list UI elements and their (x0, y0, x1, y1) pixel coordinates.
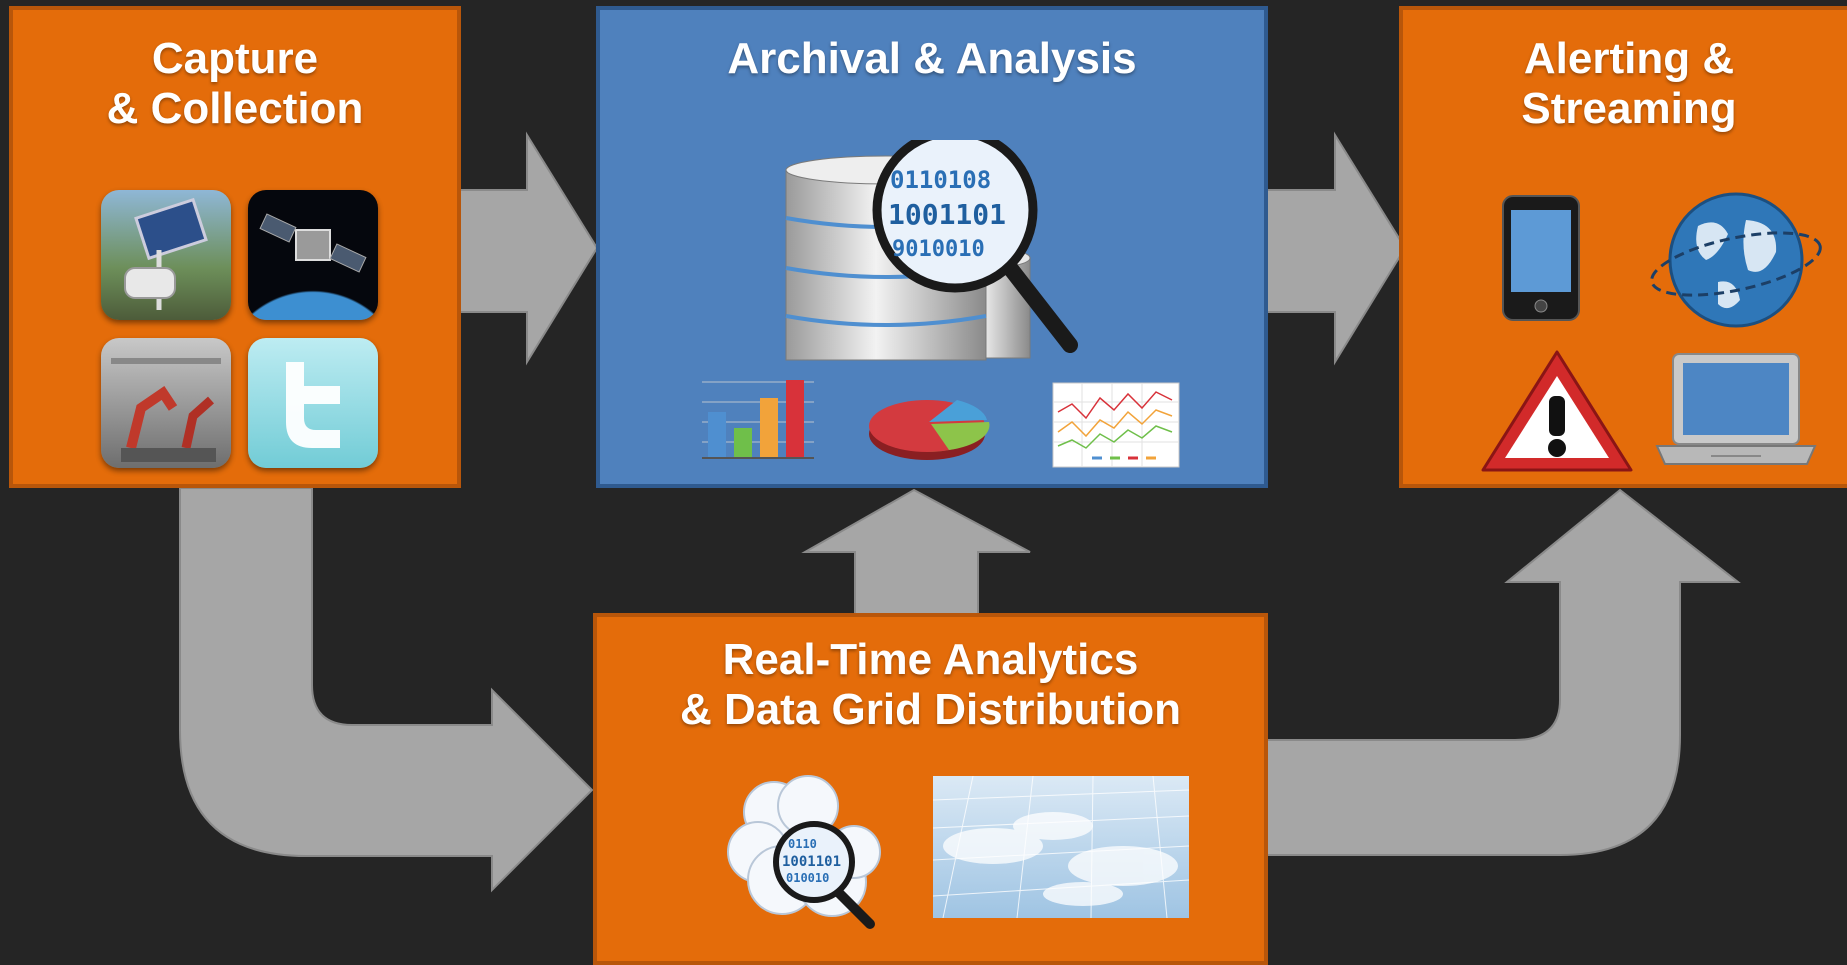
pie-chart-icon (869, 400, 990, 460)
archival-title-line: Archival & Analysis (727, 34, 1137, 83)
alerting-streaming-box: Alerting & Streaming (1399, 6, 1847, 488)
realtime-title-line1: Real-Time Analytics (722, 635, 1139, 684)
capture-title-line2: & Collection (106, 84, 364, 133)
data-grid-sky-icon (933, 776, 1189, 918)
arrow-realtime-to-alerting (1265, 488, 1741, 856)
archival-binary-row-3: 9010010 (892, 237, 985, 262)
solar-sensor-icon (101, 190, 231, 320)
alerting-title: Alerting & Streaming (1403, 34, 1847, 134)
satellite-icon (248, 190, 378, 320)
twitter-icon[interactable] (248, 338, 378, 468)
realtime-analytics-box: Real-Time Analytics & Data Grid Distribu… (593, 613, 1268, 965)
alerting-title-line1: Alerting & (1523, 34, 1735, 83)
archival-title: Archival & Analysis (600, 34, 1264, 84)
arrow-realtime-to-archival (801, 488, 1031, 619)
warning-icon (1481, 350, 1633, 472)
line-chart-icon (1052, 382, 1180, 468)
arrow-capture-to-archival (454, 131, 599, 366)
capture-title: Capture & Collection (13, 34, 457, 134)
archival-analysis-box: Archival & Analysis 0110108 1001101 9010… (596, 6, 1268, 488)
alerting-title-line2: Streaming (1521, 84, 1737, 133)
capture-title-line1: Capture (151, 34, 319, 83)
realtime-binary-row-1: 0110 (788, 837, 817, 851)
robot-factory-icon (101, 338, 231, 468)
database-magnifier-icon: 0110108 1001101 9010010 (785, 140, 1078, 361)
mobile-phone-icon (1502, 195, 1580, 321)
realtime-title-line2: & Data Grid Distribution (679, 685, 1182, 734)
archival-binary-row-1: 0110108 (890, 166, 991, 194)
laptop-icon (1655, 353, 1817, 465)
arrow-capture-to-realtime (179, 487, 594, 893)
bar-chart-icon (702, 380, 814, 459)
realtime-binary-row-2: 1001101 (782, 854, 841, 870)
archival-binary-row-2: 1001101 (888, 198, 1006, 231)
realtime-title: Real-Time Analytics & Data Grid Distribu… (597, 635, 1264, 735)
globe-icon (1650, 192, 1822, 328)
realtime-binary-row-3: 010010 (786, 871, 829, 885)
arrow-archival-to-alerting (1265, 131, 1407, 366)
cloud-search-icon: 0110 1001101 010010 (727, 775, 881, 929)
capture-collection-box: Capture & Collection (9, 6, 461, 488)
